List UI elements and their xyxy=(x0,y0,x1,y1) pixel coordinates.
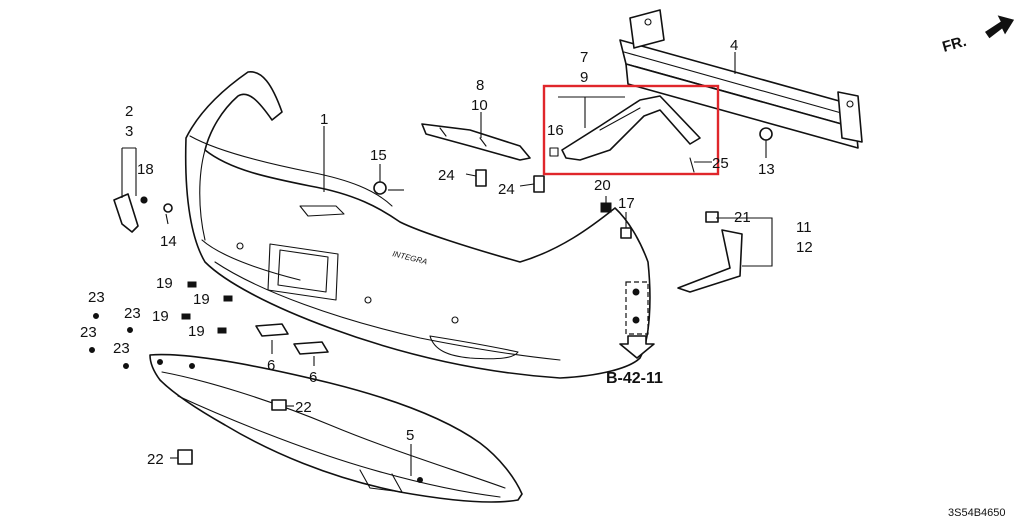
callout-12: 12 xyxy=(796,239,813,256)
figure-code: 3S54B4650 xyxy=(948,507,1006,519)
direction-label: FR. xyxy=(940,33,968,56)
callout-4: 4 xyxy=(730,37,738,54)
reference-box xyxy=(619,281,655,359)
callout-15: 15 xyxy=(370,147,387,164)
callout-2: 2 xyxy=(125,103,133,120)
callout-24a: 24 xyxy=(438,167,455,184)
reference-label: B-42-11 xyxy=(606,370,663,387)
callout-23a: 23 xyxy=(88,289,105,306)
callout-19b: 19 xyxy=(193,291,210,308)
callout-labels: 1 2 3 4 5 6 6 7 8 9 10 11 12 13 14 15 16… xyxy=(80,37,813,468)
callout-23b: 23 xyxy=(124,305,141,322)
callout-6a: 6 xyxy=(267,357,275,374)
callout-7: 7 xyxy=(580,49,588,66)
callout-16: 16 xyxy=(547,122,564,139)
highlight-box xyxy=(542,84,720,176)
callout-24b: 24 xyxy=(498,181,515,198)
callout-19d: 19 xyxy=(188,323,205,340)
callout-9: 9 xyxy=(580,69,588,86)
rear-bumper-face-part: INTEGRA xyxy=(184,71,651,379)
callout-22a: 22 xyxy=(295,399,312,416)
callout-1: 1 xyxy=(320,111,328,128)
callout-25: 25 xyxy=(712,155,729,172)
callout-20: 20 xyxy=(594,177,611,194)
callout-5: 5 xyxy=(406,427,414,444)
callout-3: 3 xyxy=(125,123,133,140)
lower-diffuser-part xyxy=(149,353,523,503)
callout-13: 13 xyxy=(758,161,775,178)
callout-23d: 23 xyxy=(113,340,130,357)
callout-8: 8 xyxy=(476,77,484,94)
callout-11: 11 xyxy=(796,219,812,236)
bumper-beam-part xyxy=(619,9,863,149)
callout-22b: 22 xyxy=(147,451,164,468)
callout-19a: 19 xyxy=(156,275,173,292)
leader-lines xyxy=(121,52,773,476)
callout-17: 17 xyxy=(618,195,635,212)
upper-bracket-part xyxy=(549,95,701,161)
front-direction-indicator: FR. xyxy=(940,15,1015,56)
callout-21: 21 xyxy=(734,209,751,226)
side-bracket-part xyxy=(421,123,531,161)
callout-14: 14 xyxy=(160,233,177,250)
lower-side-bracket-part xyxy=(677,211,743,293)
callout-19c: 19 xyxy=(152,308,169,325)
callout-18: 18 xyxy=(137,161,154,178)
callout-23c: 23 xyxy=(80,324,97,341)
callout-6b: 6 xyxy=(309,369,317,386)
callout-10: 10 xyxy=(471,97,488,114)
